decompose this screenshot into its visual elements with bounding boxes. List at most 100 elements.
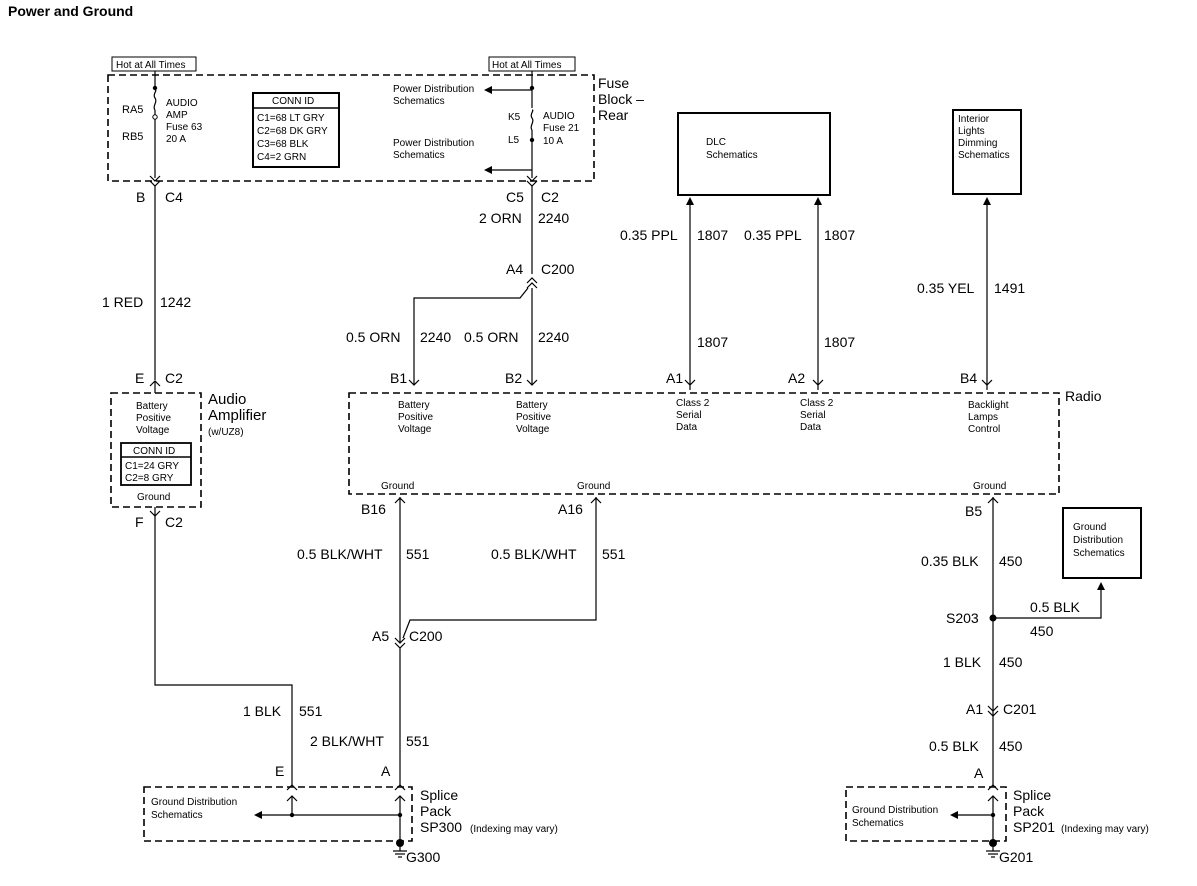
- terminal-a-bottom-right: A: [974, 765, 984, 781]
- wire-1-blk: 1 BLK: [943, 654, 982, 670]
- wire-2-blk-wht: 2 BLK/WHT: [310, 733, 384, 749]
- svg-text:Power Distribution: Power Distribution: [393, 84, 474, 95]
- svg-text:Class 2: Class 2: [800, 398, 834, 409]
- svg-text:Ground: Ground: [577, 481, 610, 492]
- svg-text:DLC: DLC: [706, 137, 726, 148]
- wire-2-orn: 2 ORN: [479, 210, 522, 226]
- svg-text:CONN ID: CONN ID: [272, 96, 314, 107]
- svg-text:Class 2: Class 2: [676, 398, 710, 409]
- svg-text:SP300: SP300: [420, 819, 462, 835]
- fuse-audio: K5 L5 AUDIO Fuse 21 10 A: [508, 85, 580, 178]
- svg-text:Distribution: Distribution: [1073, 535, 1123, 546]
- fuse-block-label-3: Rear: [598, 107, 629, 123]
- svg-text:Data: Data: [676, 422, 698, 433]
- svg-text:Positive: Positive: [398, 412, 433, 423]
- fuse-label-line: AUDIO: [166, 98, 198, 109]
- wire-035-ppl: 0.35 PPL: [620, 227, 678, 243]
- svg-text:(Indexing may vary): (Indexing may vary): [470, 824, 558, 835]
- wire-05-blk-wht: 0.5 BLK/WHT: [297, 546, 383, 562]
- terminal-b: B: [136, 189, 145, 205]
- fuse-label-line: AUDIO: [543, 111, 575, 122]
- svg-text:Voltage: Voltage: [136, 425, 170, 436]
- svg-text:Splice: Splice: [420, 787, 458, 803]
- hot-at-all-times-label-left: Hot at All Times: [111, 56, 197, 72]
- circuit-1807: 1807: [824, 227, 855, 243]
- svg-text:CONN ID: CONN ID: [133, 446, 175, 457]
- svg-text:Positive: Positive: [516, 412, 551, 423]
- svg-text:(w/UZ8): (w/UZ8): [208, 427, 244, 438]
- connector-c2-amp: C2: [165, 370, 183, 386]
- svg-text:Serial: Serial: [800, 410, 826, 421]
- svg-text:Battery: Battery: [136, 401, 168, 412]
- terminal-l5: L5: [508, 135, 520, 146]
- wire-05-blk-wht: 0.5 BLK/WHT: [491, 546, 577, 562]
- fuse-block-rear: Fuse Block – Rear: [107, 74, 644, 182]
- circuit-1807: 1807: [697, 334, 728, 350]
- svg-text:C2=8 GRY: C2=8 GRY: [125, 473, 174, 484]
- circuit-2240: 2240: [538, 210, 569, 226]
- wire-1-blk: 1 BLK: [243, 703, 282, 719]
- svg-text:Voltage: Voltage: [516, 424, 550, 435]
- terminal-k5: K5: [508, 112, 521, 123]
- ground-distribution-schematics-box: Ground Distribution Schematics: [1062, 507, 1142, 579]
- fuse-label-line: 20 A: [166, 134, 186, 145]
- circuit-551: 551: [602, 546, 626, 562]
- connector-c2-f: C2: [165, 514, 183, 530]
- connector-c2: C2: [541, 189, 559, 205]
- connector-c200-b: C200: [409, 628, 443, 644]
- terminal-a16: A16: [558, 501, 583, 517]
- svg-text:C3=68 BLK: C3=68 BLK: [257, 139, 309, 150]
- circuit-2240: 2240: [420, 329, 451, 345]
- fuse-label-line: Fuse 21: [543, 123, 580, 134]
- terminal-e-bottom: E: [275, 763, 284, 779]
- terminal-a1: A1: [666, 370, 683, 386]
- circuit-450: 450: [999, 654, 1023, 670]
- svg-text:Schematics: Schematics: [958, 150, 1010, 161]
- svg-text:Positive: Positive: [136, 413, 171, 424]
- dlc-schematics-box: DLC Schematics: [677, 112, 831, 196]
- fuse-label-line: 10 A: [543, 136, 563, 147]
- splice-label-s203: S203: [946, 610, 979, 626]
- circuit-450: 450: [1030, 623, 1054, 639]
- wire-05-orn: 0.5 ORN: [346, 329, 400, 345]
- svg-text:Ground: Ground: [381, 481, 414, 492]
- svg-text:SP201: SP201: [1013, 819, 1055, 835]
- terminal-a4: A4: [506, 261, 523, 277]
- wire-035-yel: 0.35 YEL: [917, 280, 975, 296]
- svg-text:Lights: Lights: [958, 126, 985, 137]
- terminal-b5: B5: [965, 503, 982, 519]
- svg-text:Serial: Serial: [676, 410, 702, 421]
- circuit-2240: 2240: [538, 329, 569, 345]
- wire-035-blk: 0.35 BLK: [921, 553, 979, 569]
- wire-035-ppl: 0.35 PPL: [744, 227, 802, 243]
- circuit-1242: 1242: [160, 294, 191, 310]
- svg-text:Data: Data: [800, 422, 822, 433]
- power-distribution-ref-top: Power Distribution Schematics: [393, 84, 532, 107]
- svg-text:Hot at All Times: Hot at All Times: [492, 60, 561, 71]
- terminal-a1-c201: A1: [966, 701, 983, 717]
- terminal-a5: A5: [372, 628, 389, 644]
- circuit-551: 551: [299, 703, 323, 719]
- wire-1-red: 1 RED: [102, 294, 143, 310]
- terminal-b4: B4: [960, 370, 977, 386]
- svg-text:Ground: Ground: [137, 492, 170, 503]
- splice-pack-sp201: Ground Distribution Schematics Splice Pa…: [845, 786, 1149, 843]
- svg-text:Power Distribution: Power Distribution: [393, 138, 474, 149]
- svg-text:G300: G300: [406, 849, 440, 865]
- svg-text:C4=2 GRN: C4=2 GRN: [257, 152, 306, 163]
- wire-05-blk: 0.5 BLK: [929, 738, 979, 754]
- svg-text:Dimming: Dimming: [958, 138, 997, 149]
- svg-text:C1=24 GRY: C1=24 GRY: [125, 461, 179, 472]
- fuse-audio-amp: RA5 RB5 AUDIO AMP Fuse 63 20 A: [122, 85, 203, 178]
- interior-lights-dimming-box: Interior Lights Dimming Schematics: [952, 109, 1022, 195]
- terminal-c5: C5: [506, 189, 524, 205]
- circuit-1807: 1807: [697, 227, 728, 243]
- circuit-551: 551: [406, 733, 430, 749]
- circuit-1807: 1807: [824, 334, 855, 350]
- fuse-block-label-2: Block –: [598, 91, 644, 107]
- svg-text:Pack: Pack: [420, 803, 452, 819]
- svg-text:Voltage: Voltage: [398, 424, 432, 435]
- splice-s203: [989, 614, 997, 622]
- fuse-label-line: AMP: [166, 110, 188, 121]
